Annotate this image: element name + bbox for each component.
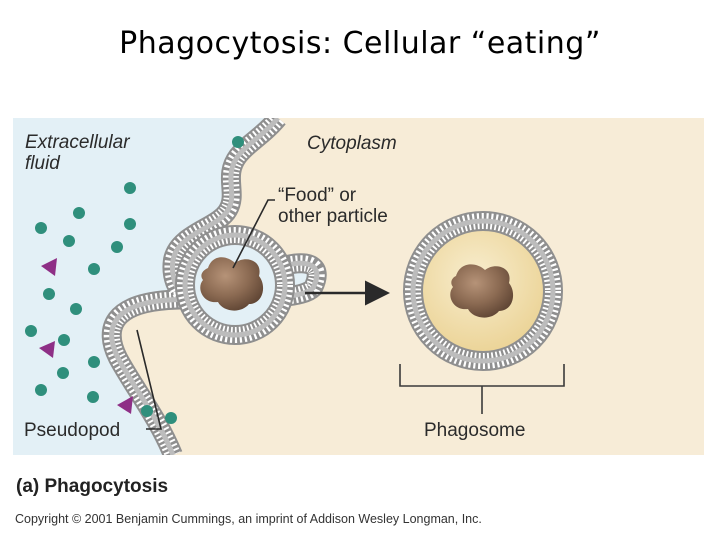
- label-extracellular-fluid: Extracellular fluid: [25, 132, 130, 174]
- phagocytosis-figure: Extracellular fluid Cytoplasm “Food” or …: [13, 118, 704, 455]
- phagosome-particle: [450, 264, 514, 318]
- phagocytosis-diagram: [13, 118, 565, 455]
- pseudopod-leader-line: [136, 329, 163, 430]
- solute-triangles: [39, 258, 133, 414]
- solute-dots: [25, 136, 244, 424]
- figure-caption: (a) Phagocytosis: [16, 476, 169, 497]
- copyright-notice: Copyright © 2001 Benjamin Cummings, an i…: [15, 512, 482, 526]
- label-food-particle: “Food” or other particle: [278, 185, 388, 227]
- food-leader-line: [232, 199, 275, 269]
- label-cytoplasm: Cytoplasm: [307, 133, 397, 154]
- food-particle: [200, 257, 264, 311]
- extracellular-fluid-region: [13, 118, 317, 455]
- phagosome-bracket: [399, 364, 565, 414]
- slide-title: Phagocytosis: Cellular “eating”: [119, 26, 601, 61]
- phagosome: [403, 211, 563, 371]
- label-phagosome: Phagosome: [424, 420, 526, 441]
- label-pseudopod: Pseudopod: [24, 420, 121, 441]
